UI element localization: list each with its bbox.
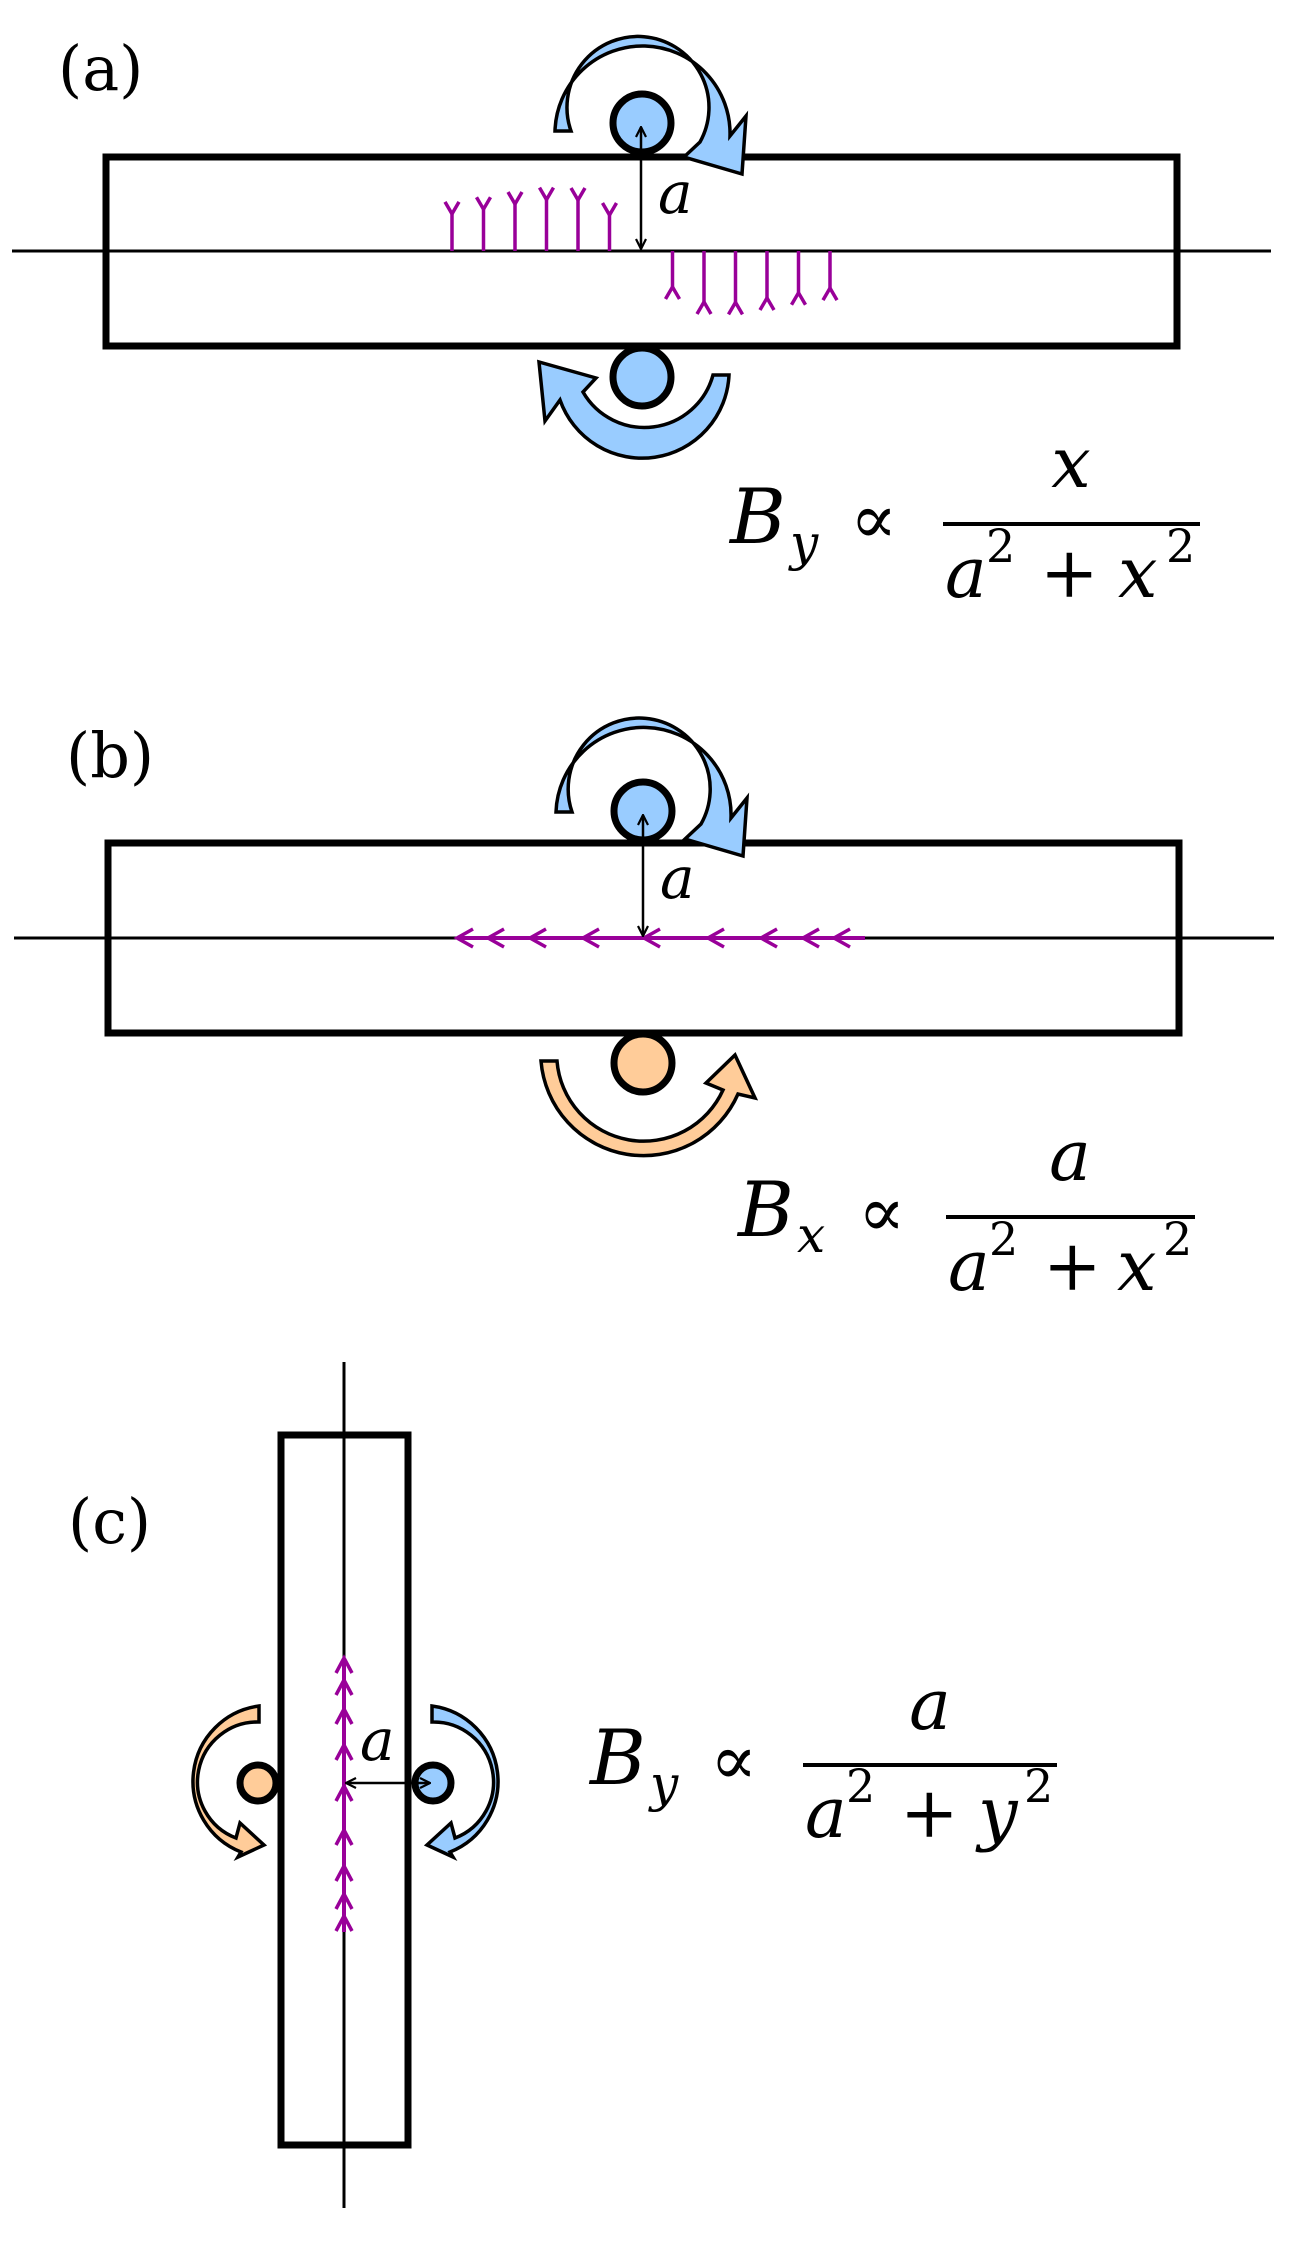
formula-lhs: B (728, 472, 786, 561)
formula-exponent: 2 (1166, 519, 1195, 573)
field-arrow (474, 196, 493, 251)
formula-subscript: x (797, 1206, 825, 1264)
formula-lhs: B (588, 1713, 646, 1802)
formula-exponent: 2 (1024, 1759, 1053, 1813)
field-arrow (663, 251, 682, 300)
circulation-arrow-icon (536, 359, 731, 460)
panel-a: (a) a B y ∝ x a 2 + x 2 (12, 32, 1271, 614)
formula-relation: ∝ (858, 1171, 905, 1253)
field-arrow (789, 251, 808, 306)
panel-b: (b) a B x ∝ a a 2 + x 2 (14, 716, 1274, 1307)
field-arrow (506, 191, 524, 251)
field-arrow (695, 251, 713, 315)
field-arrow (726, 251, 745, 316)
current-into-page-icon (236, 1761, 280, 1805)
field-arrow (334, 1862, 354, 1882)
formula-denominator-var: x (1118, 532, 1157, 614)
formula-a: B y ∝ x a 2 + x 2 (728, 422, 1200, 614)
formula-denominator-a: a (948, 1225, 990, 1307)
field-arrow (334, 1890, 354, 1910)
formula-relation: ∝ (710, 1719, 757, 1801)
field-arrow (334, 1654, 354, 1674)
panel-label-c: (c) (68, 1485, 151, 1558)
field-arrow (334, 1741, 354, 1761)
formula-denominator-a: a (805, 1772, 847, 1854)
field-arrow (704, 927, 725, 949)
field-arrow (537, 186, 556, 251)
field-arrow (334, 1912, 354, 1932)
field-arrow (334, 1826, 354, 1846)
field-arrow (569, 187, 587, 251)
formula-exponent: 2 (846, 1759, 875, 1813)
field-arrow (758, 251, 776, 311)
formula-subscript: y (788, 514, 819, 572)
formula-numerator: a (909, 1664, 951, 1746)
formula-exponent: 2 (986, 519, 1015, 573)
formula-denominator-var: y (975, 1772, 1019, 1854)
field-arrow (799, 927, 820, 949)
field-arrow (600, 202, 619, 251)
field-arrow (757, 927, 778, 949)
wire-bottom (536, 344, 731, 460)
distance-label: a (658, 159, 693, 227)
formula-numerator: a (1049, 1115, 1091, 1197)
formula-c: B y ∝ a a 2 + y 2 (588, 1664, 1057, 1854)
current-out-of-page-icon (609, 344, 675, 410)
field-arrow (830, 927, 851, 949)
wire-right (411, 1704, 500, 1861)
field-arrow (640, 927, 661, 949)
distance-label: a (660, 844, 695, 912)
field-arrow (821, 251, 839, 301)
circulation-arrow-icon (423, 1704, 500, 1861)
field-arrow (334, 1705, 354, 1725)
field-arrow (579, 927, 600, 949)
panel-label-a: (a) (58, 32, 143, 105)
panel-label-b: (b) (66, 719, 154, 792)
formula-numerator: x (1051, 422, 1090, 504)
distance-label: a (360, 1706, 395, 1774)
formula-subscript: y (648, 1755, 679, 1813)
formula-lhs: B (736, 1165, 794, 1254)
formula-plus: + (900, 1772, 959, 1854)
formula-relation: ∝ (850, 478, 897, 560)
field-arrow (484, 927, 505, 949)
formula-exponent: 2 (989, 1212, 1018, 1266)
wire-top (554, 716, 750, 859)
circulation-arrow-icon (191, 1704, 268, 1861)
field-arrow (334, 1782, 354, 1802)
field-arrow (443, 201, 461, 251)
current-into-page-icon (610, 1030, 676, 1096)
panel-c: (c) a B y ∝ a a 2 + y 2 (68, 1362, 1057, 2208)
formula-exponent: 2 (1163, 1212, 1192, 1266)
field-arrows-group (334, 1654, 354, 1932)
formula-plus: + (1040, 532, 1099, 614)
formula-denominator-var: x (1117, 1225, 1156, 1307)
field-arrow (453, 927, 474, 949)
formula-denominator-a: a (945, 532, 987, 614)
field-arrow (526, 927, 547, 949)
circulation-arrow-icon (553, 34, 749, 177)
field-arrows-group (443, 186, 839, 316)
circulation-arrow-icon (554, 716, 750, 859)
field-arrows-group (453, 927, 865, 949)
wire-top (553, 34, 749, 177)
wire-left (191, 1704, 280, 1861)
formula-b: B x ∝ a a 2 + x 2 (736, 1115, 1195, 1307)
field-arrow (334, 1676, 354, 1696)
sample-strip (277, 1431, 412, 2149)
wire-bottom (539, 1030, 759, 1158)
formula-plus: + (1043, 1225, 1102, 1307)
circulation-arrow-icon (539, 1052, 759, 1158)
